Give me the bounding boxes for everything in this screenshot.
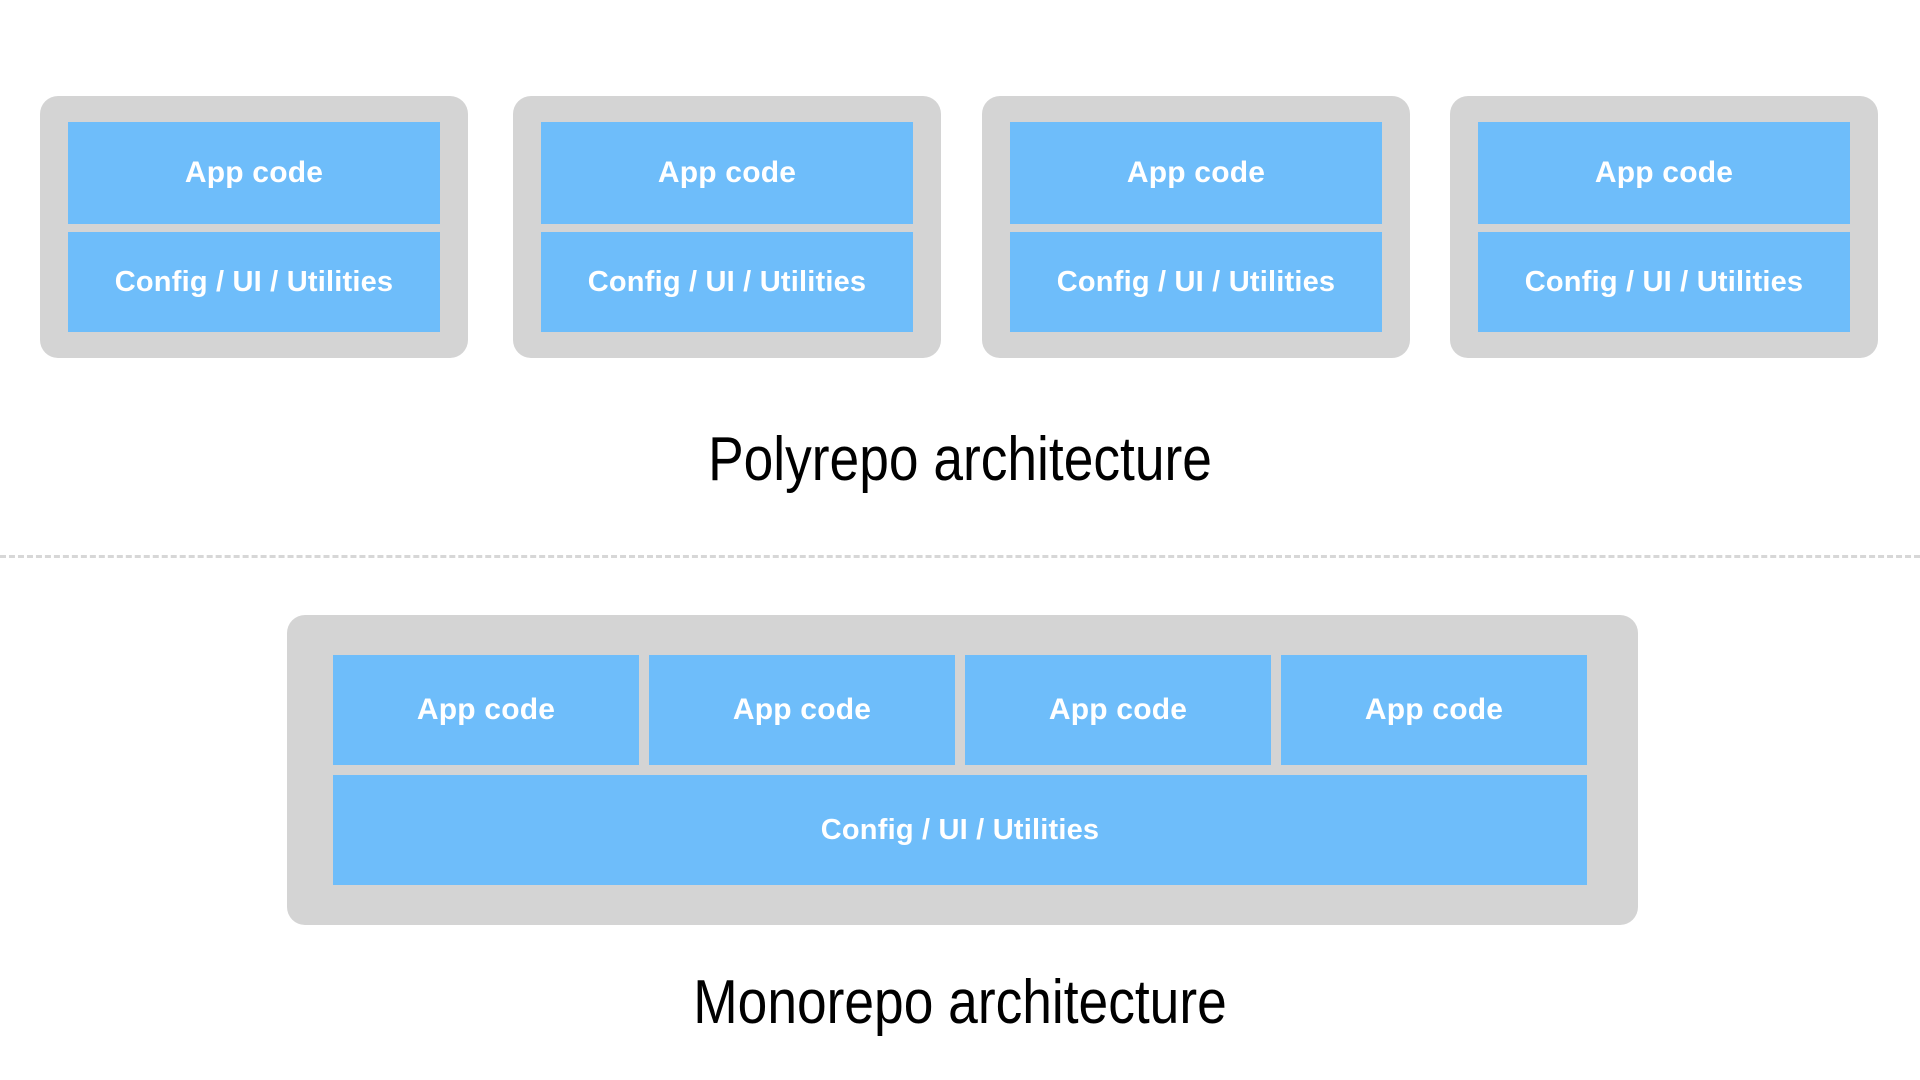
polyrepo-repo-card-4[interactable]: App code Config / UI / Utilities	[1450, 96, 1878, 358]
monorepo-caption: Monorepo architecture	[693, 968, 1227, 1037]
polyrepo-repo-card-2[interactable]: App code Config / UI / Utilities	[513, 96, 941, 358]
polyrepo-repo-card-3[interactable]: App code Config / UI / Utilities	[982, 96, 1410, 358]
app-code-block[interactable]: App code	[541, 122, 913, 224]
app-code-block[interactable]: App code	[333, 655, 639, 765]
polyrepo-repo-card-1[interactable]: App code Config / UI / Utilities	[40, 96, 468, 358]
app-code-block[interactable]: App code	[649, 655, 955, 765]
monorepo-card[interactable]: App code App code App code App code Conf…	[287, 615, 1638, 925]
config-ui-utilities-block[interactable]: Config / UI / Utilities	[541, 232, 913, 332]
config-ui-utilities-block[interactable]: Config / UI / Utilities	[1478, 232, 1850, 332]
app-code-block[interactable]: App code	[68, 122, 440, 224]
app-code-block[interactable]: App code	[1010, 122, 1382, 224]
section-divider	[0, 555, 1920, 558]
polyrepo-caption: Polyrepo architecture	[708, 425, 1212, 494]
app-code-block[interactable]: App code	[1478, 122, 1850, 224]
config-ui-utilities-block[interactable]: Config / UI / Utilities	[1010, 232, 1382, 332]
config-ui-utilities-block[interactable]: Config / UI / Utilities	[68, 232, 440, 332]
config-ui-utilities-block[interactable]: Config / UI / Utilities	[333, 775, 1587, 885]
app-code-block[interactable]: App code	[965, 655, 1271, 765]
app-code-block[interactable]: App code	[1281, 655, 1587, 765]
